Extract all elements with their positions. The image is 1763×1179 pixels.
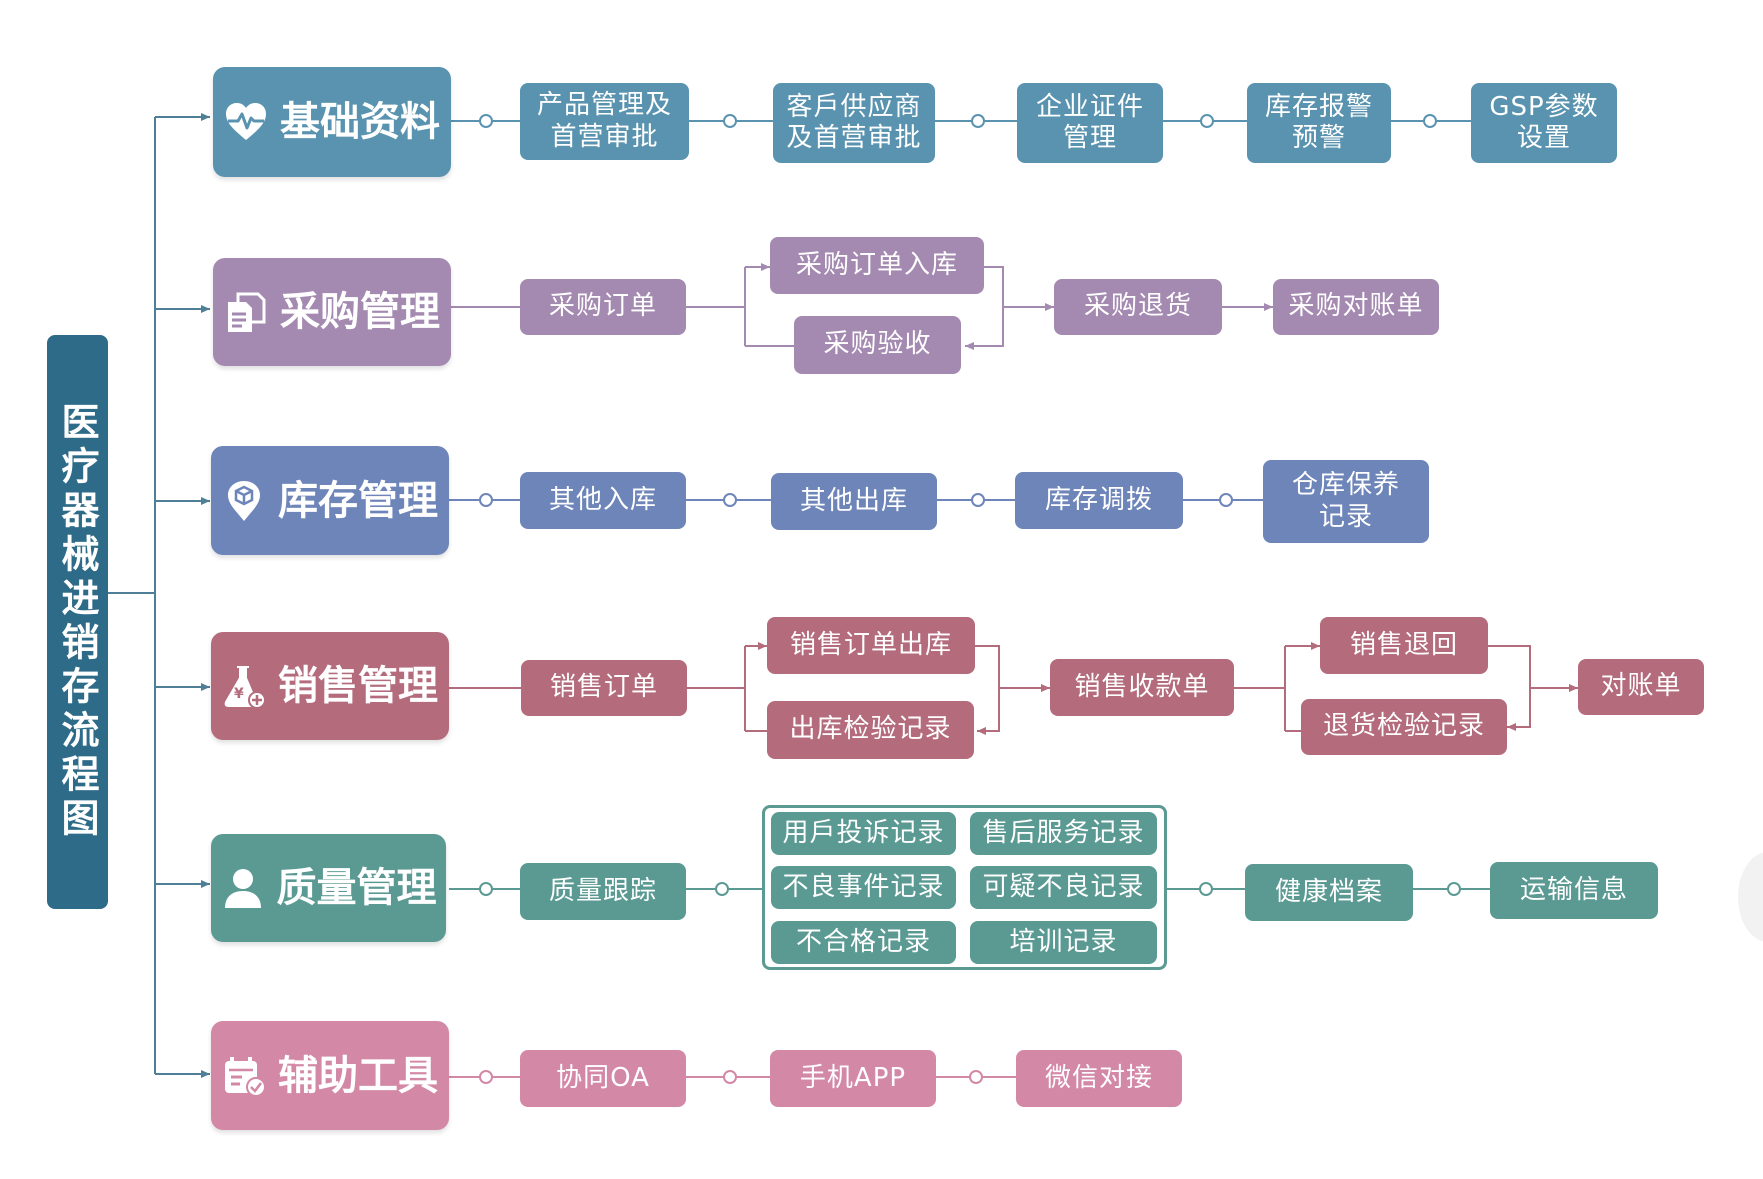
document-icon (228, 292, 266, 332)
step-node[interactable]: 售后服务记录 (970, 812, 1157, 855)
step-node[interactable]: 库存报警 预警 (1247, 83, 1391, 163)
module-label: 采购管理 (280, 289, 440, 335)
step-node[interactable]: 销售退回 (1320, 617, 1488, 674)
step-node[interactable]: 协同OA (520, 1050, 686, 1107)
module-tools[interactable]: 辅助工具 (211, 1021, 449, 1130)
step-node[interactable]: 销售订单 (521, 660, 687, 716)
module-quality[interactable]: 质量管理 (211, 834, 446, 942)
step-node[interactable]: 退货检验记录 (1301, 699, 1507, 755)
module-label: 库存管理 (278, 477, 438, 524)
step-node[interactable]: 采购对账单 (1273, 279, 1439, 335)
step-node[interactable]: 用戶投诉记录 (771, 812, 956, 855)
step-node[interactable]: 手机APP (770, 1050, 936, 1107)
step-node[interactable]: 采购订单 (520, 279, 686, 335)
module-label: 基础资料 (280, 99, 440, 145)
diagram-title: 医疗器械进销存流程图 (47, 335, 108, 909)
svg-text:¥: ¥ (234, 686, 244, 702)
step-node[interactable]: 采购订单入库 (770, 237, 984, 294)
edge-decoration (1738, 852, 1763, 942)
step-node[interactable]: 库存调拨 (1015, 472, 1183, 529)
user-icon (224, 869, 261, 908)
location-box-icon (228, 480, 260, 521)
module-sales[interactable]: ¥ 销售管理 (211, 632, 449, 740)
heartbeat-icon (226, 103, 266, 140)
flask-yen-icon: ¥ (224, 666, 266, 708)
step-node[interactable]: GSP参数 设置 (1471, 83, 1617, 163)
module-basic[interactable]: 基础资料 (213, 67, 451, 177)
step-node[interactable]: 产品管理及 首营审批 (520, 83, 689, 160)
step-node[interactable]: 质量跟踪 (520, 863, 686, 920)
module-inventory[interactable]: 库存管理 (211, 446, 449, 555)
step-node[interactable]: 企业证件 管理 (1017, 83, 1163, 163)
step-node[interactable]: 微信对接 (1016, 1050, 1182, 1107)
step-node[interactable]: 对账单 (1578, 659, 1704, 715)
module-label: 销售管理 (278, 663, 438, 709)
step-node[interactable]: 采购验收 (794, 316, 961, 374)
module-purchase[interactable]: 采购管理 (213, 258, 451, 366)
step-node[interactable]: 销售收款单 (1050, 659, 1234, 716)
step-node[interactable]: 出库检验记录 (767, 701, 974, 759)
module-label: 质量管理 (276, 865, 437, 911)
step-node[interactable]: 不良事件记录 (771, 866, 956, 909)
step-node[interactable]: 其他出库 (771, 473, 937, 530)
step-node[interactable]: 运输信息 (1490, 862, 1658, 919)
step-node[interactable]: 可疑不良记录 (970, 866, 1157, 909)
step-node[interactable]: 不合格记录 (771, 921, 956, 964)
step-node[interactable]: 采购退货 (1054, 279, 1222, 335)
step-node[interactable]: 销售订单出库 (767, 617, 975, 674)
step-node[interactable]: 其他入库 (520, 472, 686, 529)
step-node[interactable]: 仓库保养 记录 (1263, 460, 1429, 543)
step-node[interactable]: 客戶供应商 及首营审批 (773, 83, 935, 163)
module-label: 辅助工具 (278, 1052, 438, 1099)
step-node[interactable]: 健康档案 (1245, 864, 1413, 921)
calendar-check-icon (225, 1056, 266, 1097)
step-node[interactable]: 培训记录 (970, 921, 1157, 964)
